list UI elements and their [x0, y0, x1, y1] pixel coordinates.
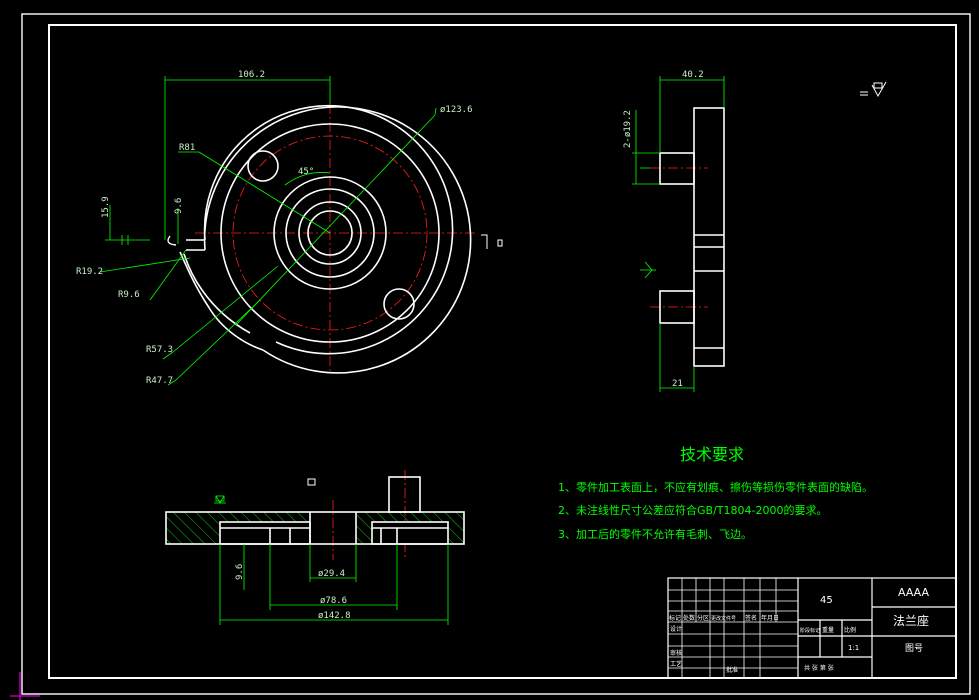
- label-date: 年月日: [761, 614, 779, 622]
- dim-15-9: 15.9: [101, 196, 111, 218]
- dim-outer-diameter: ø123.6: [440, 105, 473, 115]
- part-name: 法兰座: [893, 613, 929, 628]
- section-view: 9.6 ø29.4 ø78.6 ø142.8: [165, 470, 465, 625]
- label-review: 审核: [670, 649, 682, 657]
- title-block: 45 AAAA 法兰座 图号 标记 处数 分区 更改文件号 签名 年月日 设计 …: [667, 577, 957, 679]
- dim-width: 106.2: [238, 70, 265, 80]
- notes-title: 技术要求: [680, 445, 744, 464]
- note-item-1: 1、零件加工表面上，不应有划痕、擦伤等损伤零件表面的缺陷。: [558, 480, 873, 494]
- dim-diameter-142-8: ø142.8: [318, 611, 351, 621]
- dim-9-6-top: 9.6: [174, 198, 184, 214]
- outer-border: [21, 13, 971, 695]
- label-mark: 标记: [669, 614, 681, 622]
- dim-diameter-78-6: ø78.6: [320, 596, 347, 606]
- dim-thickness: 40.2: [682, 70, 704, 80]
- dim-r47-7: R47.7: [146, 376, 173, 386]
- label-signature: 签名: [745, 614, 757, 622]
- label-approve: 批准: [726, 666, 738, 674]
- inner-frame: [48, 24, 957, 679]
- dim-r57-3: R57.3: [146, 345, 173, 355]
- note-item-2: 2、未注线性尺寸公差应符合GB/T1804-2000的要求。: [558, 503, 827, 517]
- dim-r81: R81: [179, 143, 195, 153]
- technical-notes: 技术要求 1、零件加工表面上，不应有划痕、擦伤等损伤零件表面的缺陷。 2、未注线…: [558, 445, 873, 541]
- origin-marker: [10, 672, 40, 700]
- note-item-3: 3、加工后的零件不允许有毛刺、飞边。: [558, 527, 752, 541]
- label-sheet: 共 张 第 张: [804, 664, 834, 672]
- dim-r9-6: R9.6: [118, 290, 140, 300]
- label-count: 处数: [683, 614, 695, 622]
- label-process: 工艺: [670, 660, 682, 668]
- section-dim-9-6: 9.6: [235, 564, 245, 580]
- label-weight: 重量: [822, 626, 834, 634]
- label-stage: 阶段标记: [800, 627, 820, 634]
- company-name: AAAA: [898, 586, 929, 599]
- label-change-doc: 更改文件号: [711, 615, 736, 622]
- roughness-symbol-icon: [860, 81, 887, 98]
- side-view: 40.2 2-ø19.2 21: [623, 70, 725, 392]
- scale-value: 1:1: [848, 644, 859, 652]
- material: 45: [820, 595, 833, 606]
- top-view: 106.2 ø123.6 R81 45° 15.9 9.6 R19.2 R9.6…: [76, 70, 503, 386]
- dim-holes: 2-ø19.2: [623, 110, 633, 148]
- dim-diameter-29-4: ø29.4: [318, 569, 345, 579]
- label-zone: 分区: [697, 614, 709, 622]
- inner-contour: [203, 104, 454, 355]
- dim-r19-2: R19.2: [76, 267, 103, 277]
- dim-angle: 45°: [298, 167, 314, 177]
- label-scale: 比例: [844, 626, 856, 634]
- label-design: 设计: [670, 625, 682, 633]
- drawing-number-label: 图号: [905, 643, 923, 654]
- dim-21: 21: [672, 379, 683, 389]
- outer-contour: [203, 106, 472, 374]
